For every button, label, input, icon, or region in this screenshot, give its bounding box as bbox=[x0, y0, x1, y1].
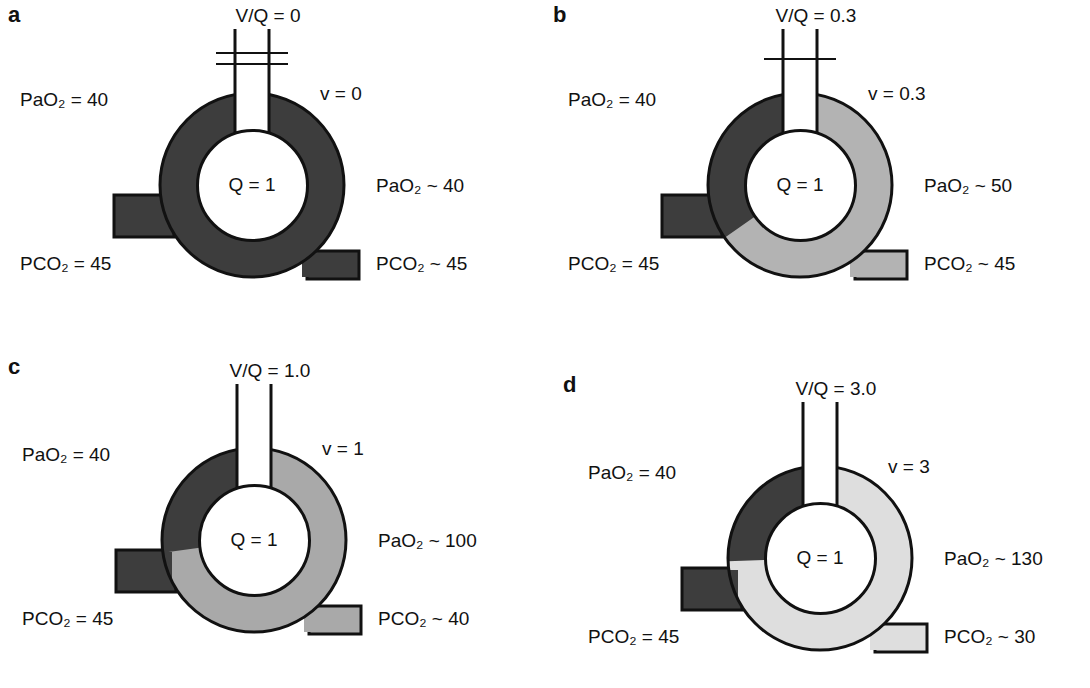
alveolus-space: Q = 1 bbox=[196, 129, 309, 242]
venous-po2: PaO₂ = 40 bbox=[20, 89, 108, 112]
end-capillary-pco2: PCO₂ ~ 40 bbox=[378, 608, 469, 631]
venous-po2: PaO₂ = 40 bbox=[22, 444, 110, 467]
venous-pco2: PCO₂ = 45 bbox=[22, 608, 113, 631]
ventilation-value: v = 3 bbox=[888, 456, 930, 479]
vq-ratio: V/Q = 0 bbox=[236, 5, 301, 28]
airway-lumen bbox=[235, 29, 269, 133]
vq-ratio: V/Q = 0.3 bbox=[776, 5, 857, 28]
panel-letter: d bbox=[563, 372, 576, 398]
venous-pco2: PCO₂ = 45 bbox=[588, 626, 679, 649]
end-capillary-po2: PaO₂ ~ 100 bbox=[378, 530, 477, 553]
airway-lumen bbox=[237, 384, 271, 488]
end-capillary-po2: PaO₂ ~ 50 bbox=[924, 175, 1012, 198]
alveolus-space: Q = 1 bbox=[744, 129, 857, 242]
airway-wall bbox=[234, 29, 237, 133]
perfusion-label: Q = 1 bbox=[797, 547, 844, 569]
airway-obstruction bbox=[764, 58, 836, 60]
ventilation-value: v = 0 bbox=[320, 83, 362, 106]
airway-lumen bbox=[803, 402, 837, 506]
airway-wall bbox=[802, 402, 805, 506]
venous-pco2: PCO₂ = 45 bbox=[20, 253, 111, 276]
vq-ratio: V/Q = 3.0 bbox=[796, 378, 877, 401]
perfusion-label: Q = 1 bbox=[231, 529, 278, 551]
end-capillary-pco2: PCO₂ ~ 30 bbox=[944, 626, 1035, 649]
airway-wall bbox=[782, 29, 785, 133]
alveolus-space: Q = 1 bbox=[764, 502, 877, 615]
airway-obstruction bbox=[216, 63, 288, 65]
ventilation-value: v = 0.3 bbox=[868, 83, 926, 106]
end-capillary-po2: PaO₂ ~ 130 bbox=[944, 548, 1043, 571]
panel-letter: c bbox=[8, 354, 20, 380]
airway-lumen bbox=[783, 29, 817, 133]
perfusion-label: Q = 1 bbox=[229, 174, 276, 196]
venous-po2: PaO₂ = 40 bbox=[568, 89, 656, 112]
end-capillary-pco2: PCO₂ ~ 45 bbox=[376, 253, 467, 276]
panel-letter: a bbox=[8, 2, 20, 28]
airway-wall bbox=[236, 384, 239, 488]
venous-po2: PaO₂ = 40 bbox=[588, 462, 676, 485]
airway-wall bbox=[270, 384, 273, 488]
airway-wall bbox=[268, 29, 271, 133]
vq-ratio: V/Q = 1.0 bbox=[230, 360, 311, 383]
end-capillary-pco2: PCO₂ ~ 45 bbox=[924, 253, 1015, 276]
airway-wall bbox=[836, 402, 839, 506]
perfusion-label: Q = 1 bbox=[777, 174, 824, 196]
airway-obstruction bbox=[216, 52, 288, 54]
airway-wall bbox=[816, 29, 819, 133]
ventilation-value: v = 1 bbox=[322, 438, 364, 461]
end-capillary-po2: PaO₂ ~ 40 bbox=[376, 175, 464, 198]
alveolus-space: Q = 1 bbox=[198, 484, 311, 597]
panel-letter: b bbox=[553, 2, 566, 28]
venous-pco2: PCO₂ = 45 bbox=[568, 253, 659, 276]
